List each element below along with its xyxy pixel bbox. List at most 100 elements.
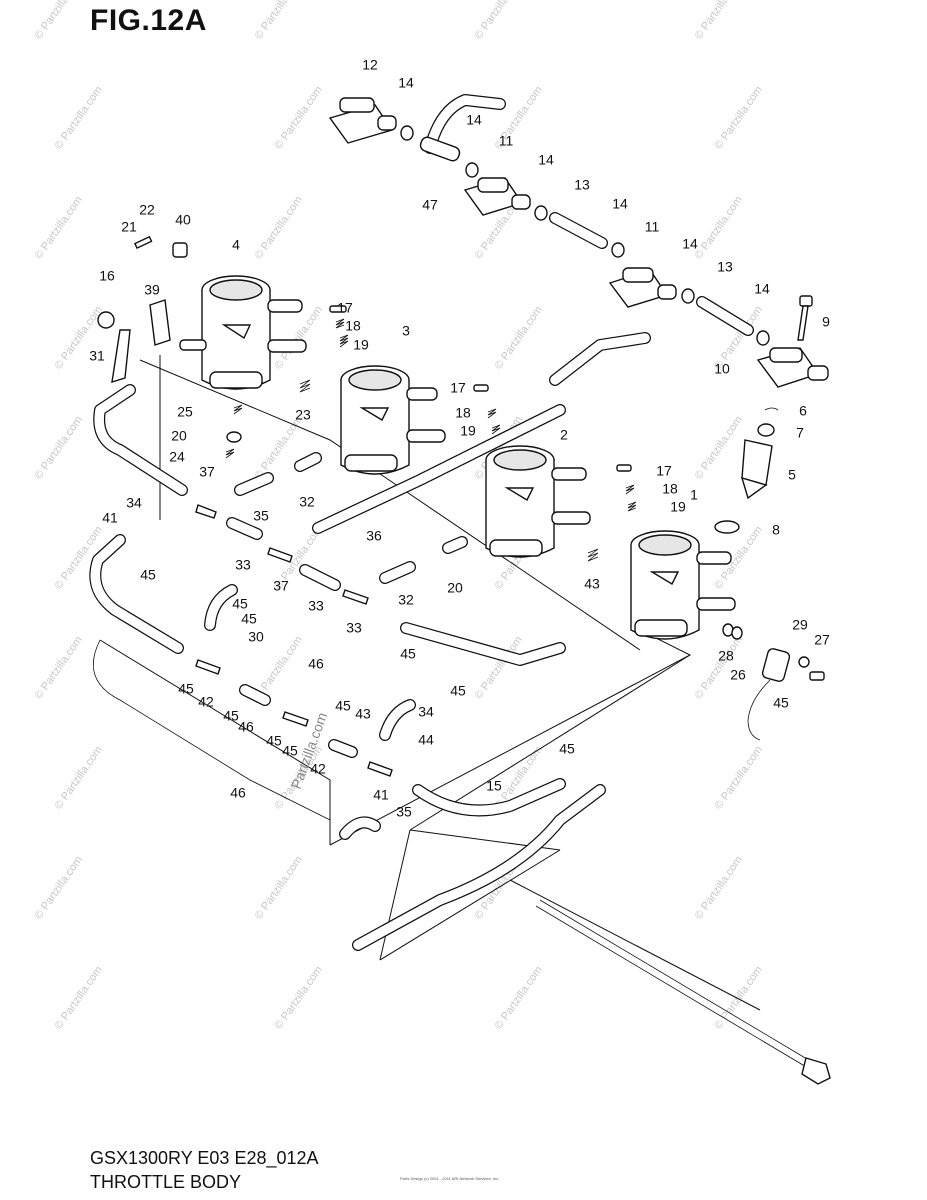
callout-45: 45 bbox=[223, 708, 239, 724]
callout-35: 35 bbox=[253, 508, 269, 524]
hose-network bbox=[89, 332, 651, 951]
watermark-text: © Partzilla.com bbox=[493, 304, 545, 372]
watermark-text: © Partzilla.com bbox=[53, 964, 105, 1032]
callout-15: 15 bbox=[486, 778, 502, 794]
callout-36: 36 bbox=[366, 528, 382, 544]
callout-2: 2 bbox=[560, 427, 568, 443]
watermark-text: © Partzilla.com bbox=[253, 194, 305, 262]
o-ring-14a bbox=[400, 125, 414, 141]
callout-40: 40 bbox=[175, 212, 191, 228]
callout-24: 24 bbox=[169, 449, 185, 465]
watermark-text: © Partzilla.com bbox=[693, 194, 745, 262]
callout-18: 18 bbox=[345, 318, 361, 334]
callout-21: 21 bbox=[121, 219, 137, 235]
callout-45: 45 bbox=[773, 695, 789, 711]
callout-45: 45 bbox=[400, 646, 416, 662]
callout-7: 7 bbox=[796, 425, 804, 441]
callout-9: 9 bbox=[822, 314, 830, 330]
sensor-26 bbox=[722, 623, 825, 741]
bolt-9 bbox=[797, 295, 813, 341]
callout-31: 31 bbox=[89, 348, 105, 364]
callout-33: 33 bbox=[235, 557, 251, 573]
callout-46: 46 bbox=[230, 785, 246, 801]
callout-26: 26 bbox=[730, 667, 746, 683]
callout-41: 41 bbox=[373, 787, 389, 803]
figure-title: FIG.12A bbox=[90, 4, 207, 37]
throttle-body-3 bbox=[340, 365, 446, 475]
callout-14: 14 bbox=[682, 236, 698, 252]
callout-43: 43 bbox=[584, 576, 600, 592]
callout-11: 11 bbox=[499, 133, 514, 149]
callout-12: 12 bbox=[362, 57, 378, 73]
throttle-body-1 bbox=[630, 530, 736, 640]
watermark-text: © Partzilla.com bbox=[713, 84, 765, 152]
callout-45: 45 bbox=[282, 743, 298, 759]
pipe-13a bbox=[549, 212, 608, 249]
o-ring-14d bbox=[611, 242, 625, 258]
callout-27: 27 bbox=[814, 632, 830, 648]
callout-20: 20 bbox=[447, 580, 463, 596]
callout-33: 33 bbox=[346, 620, 362, 636]
callout-14: 14 bbox=[612, 196, 628, 212]
callout-13: 13 bbox=[574, 177, 590, 193]
callout-14: 14 bbox=[538, 152, 554, 168]
watermark-text: © Partzilla.com bbox=[693, 414, 745, 482]
callout-42: 42 bbox=[310, 761, 326, 777]
callout-3: 3 bbox=[402, 323, 410, 339]
watermark-text: © Partzilla.com bbox=[713, 964, 765, 1032]
watermark-text: © Partzilla.com bbox=[253, 854, 305, 922]
callout-29: 29 bbox=[792, 617, 808, 633]
callout-39: 39 bbox=[144, 282, 160, 298]
watermark-text: © Partzilla.com bbox=[693, 0, 745, 42]
callout-46: 46 bbox=[308, 656, 324, 672]
callout-37: 37 bbox=[273, 578, 289, 594]
o-ring-14b bbox=[465, 162, 479, 178]
o-ring-14f bbox=[756, 330, 770, 346]
callout-23: 23 bbox=[295, 407, 311, 423]
callout-4: 4 bbox=[232, 237, 240, 253]
callout-14: 14 bbox=[754, 281, 770, 297]
callout-19: 19 bbox=[460, 423, 476, 439]
watermark-text: © Partzilla.com bbox=[273, 304, 325, 372]
callout-14: 14 bbox=[398, 75, 414, 91]
fuel-holder-11a bbox=[463, 177, 531, 216]
callout-45: 45 bbox=[232, 596, 248, 612]
callout-45: 45 bbox=[241, 611, 257, 627]
callout-30: 30 bbox=[248, 629, 264, 645]
injector-group bbox=[714, 407, 779, 534]
small-print: Parts Design (c) 2001 - 2011 ARI Network… bbox=[400, 1176, 499, 1181]
callout-45: 45 bbox=[178, 681, 194, 697]
watermark-text: © Partzilla.com bbox=[273, 84, 325, 152]
callout-10: 10 bbox=[714, 361, 730, 377]
callout-14: 14 bbox=[466, 112, 482, 128]
callout-5: 5 bbox=[788, 467, 796, 483]
watermark-text: © Partzilla.com bbox=[273, 964, 325, 1032]
o-ring-14e bbox=[681, 288, 695, 304]
callout-45: 45 bbox=[559, 741, 575, 757]
callout-45: 45 bbox=[450, 683, 466, 699]
callout-17: 17 bbox=[337, 300, 353, 316]
o-ring-14c bbox=[534, 205, 548, 221]
callout-13: 13 bbox=[717, 259, 733, 275]
watermark-text: © Partzilla.com bbox=[693, 854, 745, 922]
callout-45: 45 bbox=[335, 698, 351, 714]
callout-18: 18 bbox=[662, 481, 678, 497]
callout-45: 45 bbox=[140, 567, 156, 583]
callout-18: 18 bbox=[455, 405, 471, 421]
left-parts bbox=[97, 235, 188, 383]
callout-45: 45 bbox=[266, 733, 282, 749]
pipe-13b bbox=[696, 296, 754, 336]
watermark-text: © Partzilla.com bbox=[713, 744, 765, 812]
callout-28: 28 bbox=[718, 648, 734, 664]
callout-35: 35 bbox=[396, 804, 412, 820]
watermark-text: © Partzilla.com bbox=[33, 414, 85, 482]
watermark-text: © Partzilla.com bbox=[253, 414, 305, 482]
callout-43: 43 bbox=[355, 706, 371, 722]
callout-32: 32 bbox=[299, 494, 315, 510]
fuel-holder-11b bbox=[608, 267, 677, 308]
callout-44: 44 bbox=[418, 732, 434, 748]
watermark-text: © Partzilla.com bbox=[473, 0, 525, 42]
